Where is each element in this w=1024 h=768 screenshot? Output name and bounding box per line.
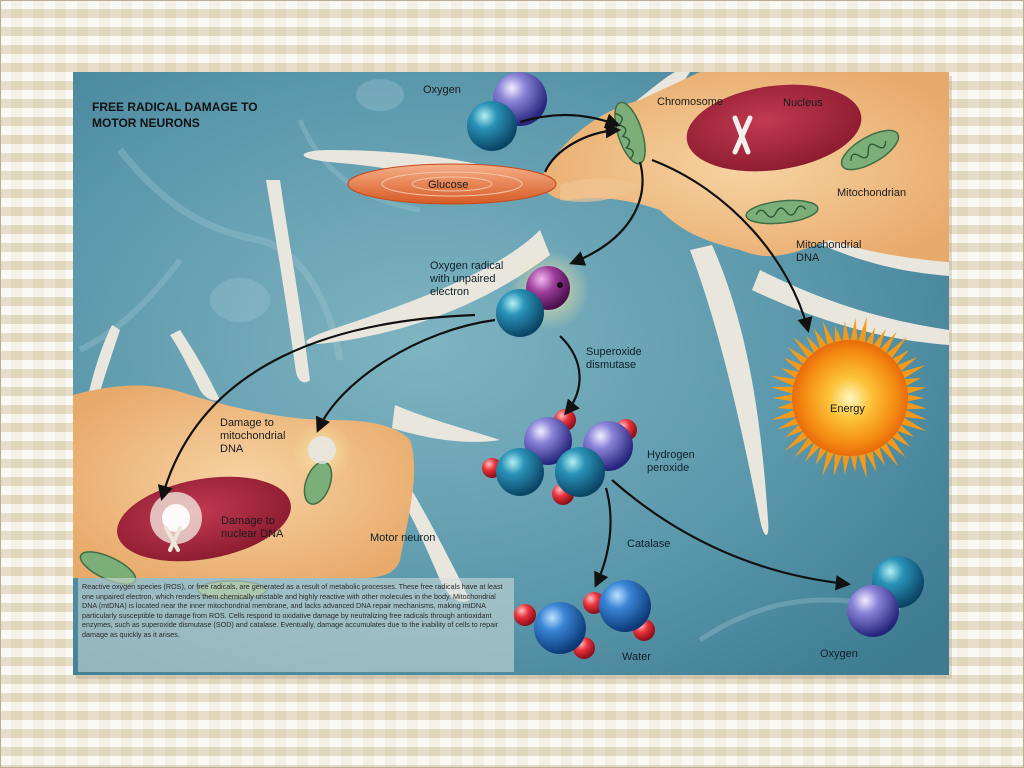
glucose-molecule <box>347 163 557 205</box>
caption-text: Reactive oxygen species (ROS), or free r… <box>78 578 514 672</box>
label-oxygen-radical-line1: Oxygen radical <box>430 260 503 272</box>
nucleus <box>686 84 862 172</box>
pathway-arrows <box>157 113 852 591</box>
mitochondrion-upper-bottom <box>745 199 819 225</box>
label-mito-dna-line1: Mitochondrial <box>796 239 861 251</box>
label-damage-mito-line1: Damage to <box>220 417 274 429</box>
label-sod-line1: Superoxide <box>586 346 642 358</box>
label-water: Water <box>622 651 651 663</box>
oxygen-molecule-top <box>467 72 547 151</box>
chromosome-icon <box>732 115 753 155</box>
label-hydrogen-peroxide-line2: peroxide <box>647 462 689 474</box>
water-molecules <box>514 580 655 659</box>
label-hydrogen-peroxide-line1: Hydrogen <box>647 449 695 461</box>
label-mitochondrion: Mitochondrian <box>837 187 906 199</box>
damaged-mitochondrion <box>292 422 352 505</box>
label-damage-nuclear-line2: nuclear DNA <box>221 528 284 540</box>
diagram-title-line1: FREE RADICAL DAMAGE TO <box>92 100 258 114</box>
label-motor-neuron: Motor neuron <box>370 532 435 544</box>
diagram-title-line2: MOTOR NEURONS <box>92 116 200 130</box>
label-catalase: Catalase <box>627 538 670 550</box>
mitochondrion-upper-right <box>840 129 900 171</box>
label-nucleus: Nucleus <box>783 97 823 109</box>
label-damage-nuclear-line1: Damage to <box>221 515 275 527</box>
label-sod-line2: dismutase <box>586 359 636 371</box>
oxygen-molecule-bottom <box>847 556 924 637</box>
label-glucose: Glucose <box>428 179 468 191</box>
nuclear-damage-burst <box>150 492 202 552</box>
label-energy: Energy <box>830 403 865 415</box>
label-oxygen-bottom: Oxygen <box>820 648 858 660</box>
label-oxygen-radical-line2: with unpaired <box>429 273 495 285</box>
label-chromosome: Chromosome <box>657 96 723 108</box>
label-oxygen-top: Oxygen <box>423 84 461 96</box>
label-damage-mito-line2: mitochondrial <box>220 430 285 442</box>
label-damage-mito-line3: DNA <box>220 443 244 455</box>
oxygen-radical-molecule <box>496 250 590 337</box>
label-oxygen-radical-line3: electron <box>430 286 469 298</box>
hydrogen-peroxide-molecules <box>482 409 637 505</box>
energy-burst-icon <box>770 316 927 479</box>
label-mito-dna-line2: DNA <box>796 252 820 264</box>
